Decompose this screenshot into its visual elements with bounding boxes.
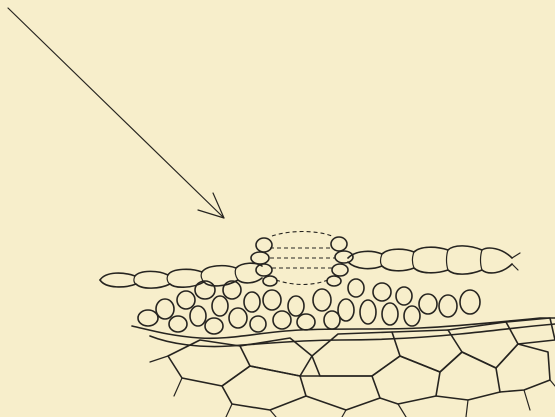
stoma (251, 232, 353, 287)
upper-cell-strand (100, 246, 520, 288)
pointer-arrow (8, 8, 224, 218)
